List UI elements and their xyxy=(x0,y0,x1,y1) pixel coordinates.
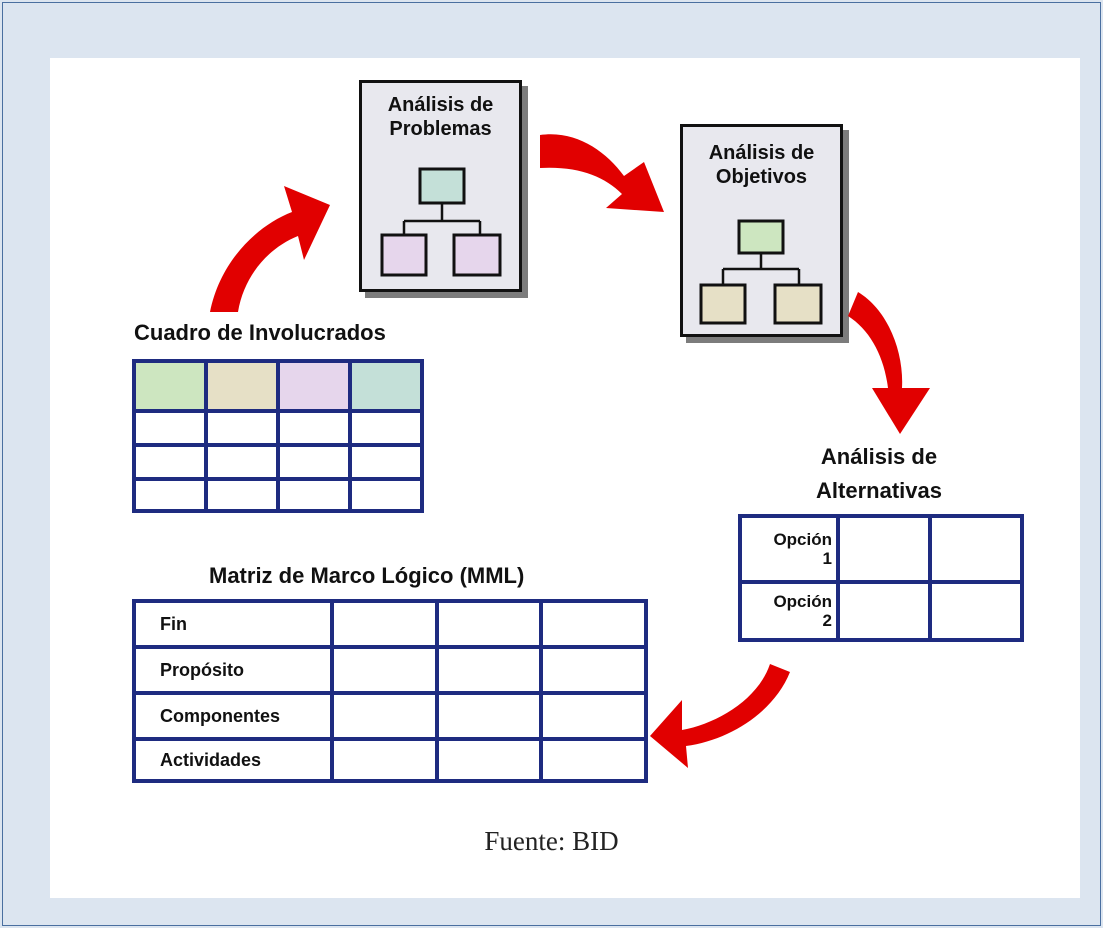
problems-title-line1: Análisis de xyxy=(387,94,494,116)
table-cell xyxy=(539,737,648,783)
problems-title-line2: Problemas xyxy=(389,118,492,140)
table-cell xyxy=(204,409,280,447)
table-cell xyxy=(132,443,208,481)
table-row xyxy=(132,443,424,481)
table-cell xyxy=(276,409,352,447)
logframe-title: Matriz de Marco Lógico (MML) xyxy=(209,563,525,588)
arrow-problems-to-objectives xyxy=(540,134,664,212)
objective-tree-icon xyxy=(699,219,823,325)
table-row: Propósito xyxy=(132,645,648,695)
stakeholders-table xyxy=(132,359,424,513)
table-cell xyxy=(204,443,280,481)
alternatives-table: Opción 1 Opción 2 xyxy=(738,514,1024,642)
objectives-title-line1: Análisis de xyxy=(708,142,815,164)
table-row: Actividades xyxy=(132,737,648,783)
table-cell xyxy=(928,514,1024,584)
table-cell xyxy=(276,359,352,413)
table-cell xyxy=(348,443,424,481)
logframe-table: Fin Propósito Componentes Actividades xyxy=(132,599,648,783)
table-cell xyxy=(276,477,352,513)
table-cell xyxy=(434,737,544,783)
table-cell xyxy=(330,645,439,695)
table-cell xyxy=(204,477,280,513)
table-cell xyxy=(434,599,544,649)
problem-tree-icon xyxy=(380,167,502,277)
option-label: Opción 2 xyxy=(738,580,840,642)
problems-analysis-box: Análisis de Problemas xyxy=(359,80,522,292)
table-row xyxy=(132,409,424,447)
table-row: Fin xyxy=(132,599,648,649)
table-cell xyxy=(132,409,208,447)
logframe-row-label: Componentes xyxy=(132,691,334,741)
table-cell xyxy=(348,477,424,513)
table-cell xyxy=(132,477,208,513)
table-cell xyxy=(539,645,648,695)
table-row: Opción 2 xyxy=(738,580,1024,642)
stakeholders-title: Cuadro de Involucrados xyxy=(134,320,386,345)
table-row xyxy=(132,359,424,413)
table-cell xyxy=(132,359,208,413)
logframe-row-label: Propósito xyxy=(132,645,334,695)
alternatives-title: Análisis de Alternativas xyxy=(794,440,964,508)
table-cell xyxy=(204,359,280,413)
table-cell xyxy=(276,443,352,481)
table-cell xyxy=(330,599,439,649)
objectives-analysis-box: Análisis de Objetivos xyxy=(680,124,843,337)
table-row xyxy=(132,477,424,513)
logframe-row-label: Actividades xyxy=(132,737,334,783)
table-cell xyxy=(434,645,544,695)
table-cell xyxy=(330,691,439,741)
logframe-row-label: Fin xyxy=(132,599,334,649)
source-caption: Fuente: BID xyxy=(484,826,619,856)
arrow-stakeholders-to-problems xyxy=(210,186,330,312)
arrow-objectives-to-alternatives xyxy=(848,292,930,434)
table-cell xyxy=(539,691,648,741)
table-cell xyxy=(928,580,1024,642)
problems-title: Análisis de Problemas xyxy=(362,93,519,141)
table-cell xyxy=(836,514,932,584)
table-cell xyxy=(348,409,424,447)
table-cell xyxy=(836,580,932,642)
table-cell xyxy=(330,737,439,783)
table-cell xyxy=(434,691,544,741)
objectives-title-line2: Objetivos xyxy=(715,166,808,188)
table-cell xyxy=(539,599,648,649)
table-cell xyxy=(348,359,424,413)
table-row: Opción 1 xyxy=(738,514,1024,584)
alternatives-title-line2: Alternativas xyxy=(816,478,942,503)
objectives-title: Análisis de Objetivos xyxy=(683,141,840,189)
alternatives-title-line1: Análisis de xyxy=(820,444,938,469)
table-row: Componentes xyxy=(132,691,648,741)
option-label: Opción 1 xyxy=(738,514,840,584)
arrow-alternatives-to-logframe xyxy=(650,664,790,768)
